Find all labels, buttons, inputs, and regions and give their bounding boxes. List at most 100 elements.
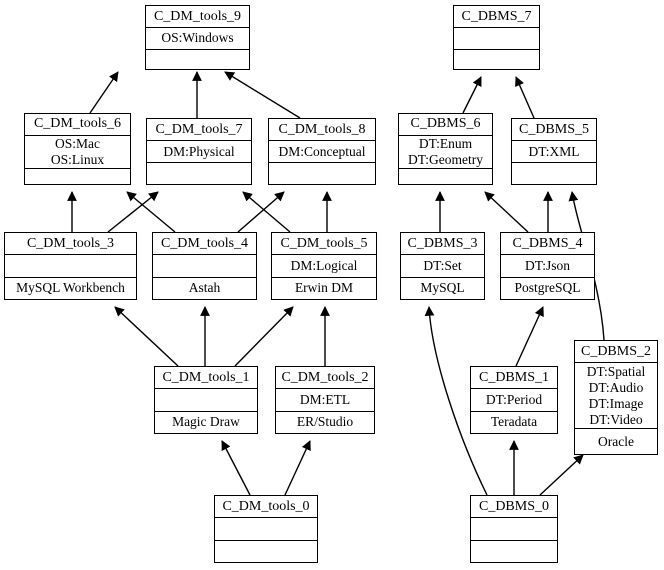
class-attributes: DM:Logical [272, 254, 376, 276]
class-operations [269, 161, 375, 184]
class-name: C_DM_tools_0 [222, 498, 310, 514]
operation-line: MySQL Workbench [16, 280, 125, 296]
class-attributes: DM:Physical [147, 140, 251, 161]
attribute-line: DT:Image [588, 395, 644, 411]
class-operations [146, 48, 249, 69]
attribute-line: DT:Enum [418, 135, 473, 151]
class-name: C_DBMS_6 [410, 116, 481, 132]
class-name: C_DM_tools_2 [281, 369, 369, 385]
class-name: C_DM_tools_4 [160, 235, 249, 251]
class-operations [399, 167, 492, 184]
edge-tools1-to-tools3 [114, 306, 179, 367]
attribute-line: DT:XML [528, 143, 580, 159]
operation-line: PostgreSQL [514, 280, 581, 296]
edge-dbms6-to-dbms7 [462, 76, 482, 114]
operation-line: Erwin DM [294, 280, 354, 296]
attribute-line: DM:ETL [299, 391, 351, 407]
class-attributes: DM:ETL [276, 388, 374, 410]
class-attributes [471, 517, 557, 539]
class-name: C_DM_tools_7 [155, 121, 243, 137]
class-operations [471, 539, 557, 562]
attribute-line: DM:Physical [163, 143, 235, 159]
class-name: C_DBMS_2 [580, 343, 652, 359]
edge-tools4-to-tools8 [237, 191, 285, 233]
class-operations: Erwin DM [272, 276, 376, 299]
class-attributes [155, 388, 257, 410]
class-name: C_DBMS_5 [518, 121, 590, 137]
operation-line: Astah [188, 280, 221, 296]
class-operations [512, 161, 596, 184]
attribute-line: DM:Conceptual [278, 143, 366, 159]
class-attributes [215, 517, 317, 539]
attribute-line: OS:Mac [55, 135, 100, 151]
operation-line: Teradata [490, 414, 538, 430]
operation-line: MySQL [420, 280, 465, 296]
class-name: C_DBMS_4 [512, 235, 583, 251]
class-name: C_DM_tools_1 [162, 369, 250, 385]
attribute-line: DT:Geometry [407, 151, 484, 167]
class-attributes: DT:Json [501, 254, 594, 276]
operation-line: Magic Draw [172, 414, 240, 430]
edge-tools0-to-tools2 [284, 440, 311, 496]
edge-dbms0-to-dbms2 [539, 454, 584, 496]
edge-dbms4-to-dbms6 [484, 191, 529, 233]
class-name: C_DM_tools_3 [26, 235, 115, 251]
class-operations: MySQL [401, 276, 484, 299]
class-operations [215, 539, 317, 562]
edge-dbms0-to-dbms3 [424, 306, 488, 496]
attribute-line: DT:Json [524, 257, 571, 273]
edge-tools8-to-tools9 [224, 71, 301, 119]
edge-tools4-to-tools6 [126, 191, 176, 233]
class-attributes: DT:Set [401, 254, 484, 276]
class-attributes: DM:Conceptual [269, 140, 375, 161]
class-operations [454, 48, 539, 69]
class-operations [25, 167, 130, 184]
attribute-line: DT:Period [485, 391, 543, 407]
class-operations: MySQL Workbench [5, 276, 136, 299]
edge-dbms1-to-dbms4 [515, 306, 544, 367]
class-name: C_DM_tools_6 [33, 116, 122, 132]
class-name: C_DM_tools_9 [153, 8, 242, 24]
class-operations: Astah [153, 276, 256, 299]
class-name: C_DBMS_0 [478, 498, 550, 514]
class-node-c_dbms_7[interactable]: C_DBMS_7 [453, 5, 540, 70]
operation-line: Oracle [598, 433, 634, 449]
class-operations [147, 161, 251, 184]
edge-dbms5-to-dbms7 [515, 76, 535, 119]
class-name: C_DBMS_3 [407, 235, 478, 251]
edge-tools6-to-tools9 [89, 71, 119, 114]
class-name: C_DM_tools_5 [280, 235, 368, 251]
edge-tools5-to-tools7 [242, 191, 291, 233]
edge-tools0-to-tools1 [221, 440, 251, 496]
class-name: C_DM_tools_8 [278, 121, 366, 137]
class-attributes: OS:Windows [146, 27, 249, 48]
class-attributes: DT:Period [471, 388, 557, 410]
class-operations: ER/Studio [276, 410, 374, 433]
class-node-c_dbms_0[interactable]: C_DBMS_0 [470, 495, 558, 563]
class-attributes [5, 254, 136, 276]
class-node-c_dm_tools_0[interactable]: C_DM_tools_0 [214, 495, 318, 563]
edge-tools3-to-tools7 [107, 191, 159, 233]
attribute-line: OS:Windows [161, 30, 234, 46]
edge-tools1-to-tools5 [234, 306, 294, 367]
